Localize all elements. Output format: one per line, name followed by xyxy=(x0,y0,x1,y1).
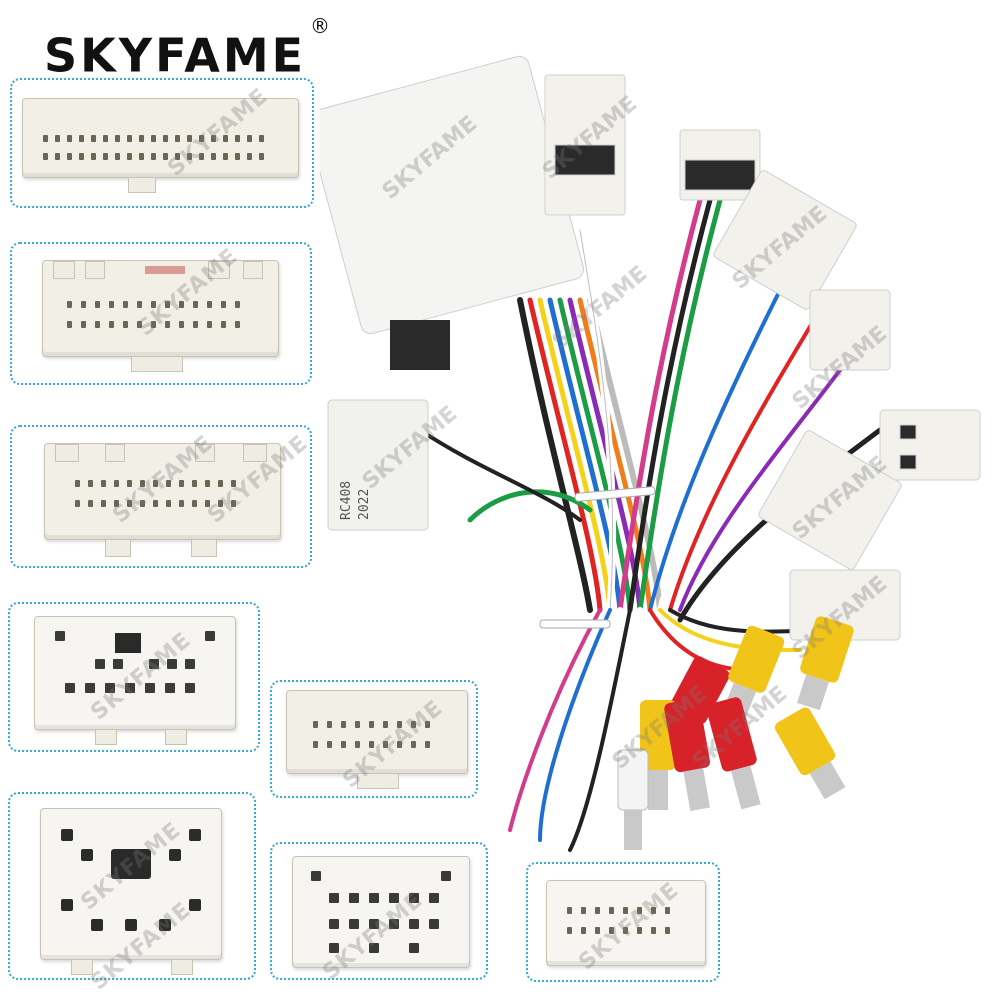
connector-8 xyxy=(546,880,706,966)
module-label-2: 2022 xyxy=(357,489,372,520)
connector-box-5: SKYFAME xyxy=(270,680,478,798)
registered-mark: ® xyxy=(310,14,334,38)
side-module: RC408 2022 xyxy=(327,399,429,531)
connector-box-8: SKYFAME xyxy=(526,862,720,982)
connector-5 xyxy=(286,690,468,789)
rca-plugs xyxy=(617,616,854,850)
connector-box-6: SKYFAME SKYFAME xyxy=(8,792,256,995)
connector-box-4: SKYFAME xyxy=(8,602,260,752)
connector-box-7: SKYFAME xyxy=(270,842,488,985)
module-label-1: RC408 xyxy=(339,481,354,520)
connector-3 xyxy=(44,443,281,557)
wiring-harness: RC408 2022 xyxy=(320,55,981,853)
control-module xyxy=(320,55,585,370)
brand-logo: SKYFAME® xyxy=(44,14,333,83)
connector-box-2: SKYFAME xyxy=(10,242,312,385)
connector-box-3: SKYFAME SKYFAME xyxy=(10,425,313,568)
connector-7 xyxy=(292,856,470,968)
brand-name: SKYFAME xyxy=(44,28,307,83)
connector-1 xyxy=(22,98,299,193)
connector-6 xyxy=(40,808,222,975)
cable-ties xyxy=(539,486,656,629)
connector-2 xyxy=(42,260,279,372)
connector-box-1: SKYFAME xyxy=(10,78,314,208)
connector-4 xyxy=(34,616,236,745)
